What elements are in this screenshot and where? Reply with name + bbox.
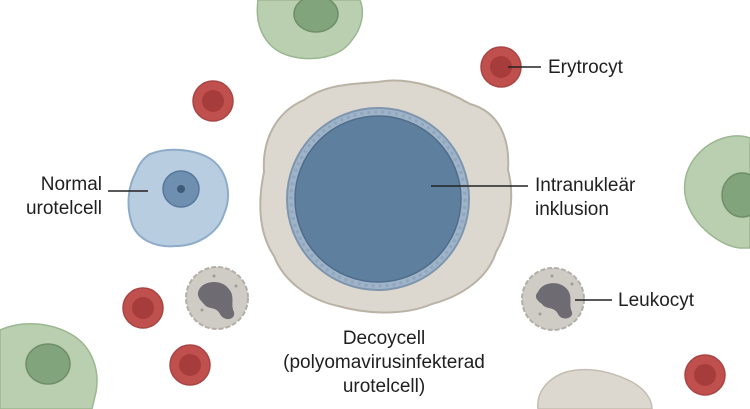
- label-intranuclear-line1: Intranukleär: [535, 175, 636, 196]
- squamous-cell-right: [683, 135, 750, 249]
- label-leukocyte: Leukocyt: [618, 290, 695, 311]
- label-decoy-line2: (polyomavirusinfekterad: [283, 352, 485, 373]
- erythrocyte: [192, 80, 234, 122]
- erythrocyte: [169, 344, 211, 386]
- label-decoy-line3: urotelcell): [343, 376, 425, 397]
- label-normal-cell-line1: Normal: [41, 174, 102, 195]
- label-intranuclear-line2: inklusion: [535, 199, 609, 220]
- normal-urothelial-cell: [127, 148, 229, 248]
- erythrocyte: [684, 354, 726, 396]
- squamous-cell-bottom-left: [0, 323, 98, 409]
- leukocyte-right: [521, 267, 585, 331]
- label-normal-cell-line2: urotelcell: [26, 198, 102, 219]
- erythrocyte-labeled: [480, 46, 522, 88]
- erythrocyte: [122, 287, 164, 329]
- squamous-cell-top: [256, 0, 364, 60]
- decoy-cell: [259, 79, 513, 314]
- decoy-like-cell-bottom-right: [537, 368, 653, 409]
- label-erythrocyte: Erytrocyt: [548, 57, 624, 78]
- leukocyte-left: [185, 266, 249, 330]
- label-decoy-line1: Decoycell: [343, 328, 425, 349]
